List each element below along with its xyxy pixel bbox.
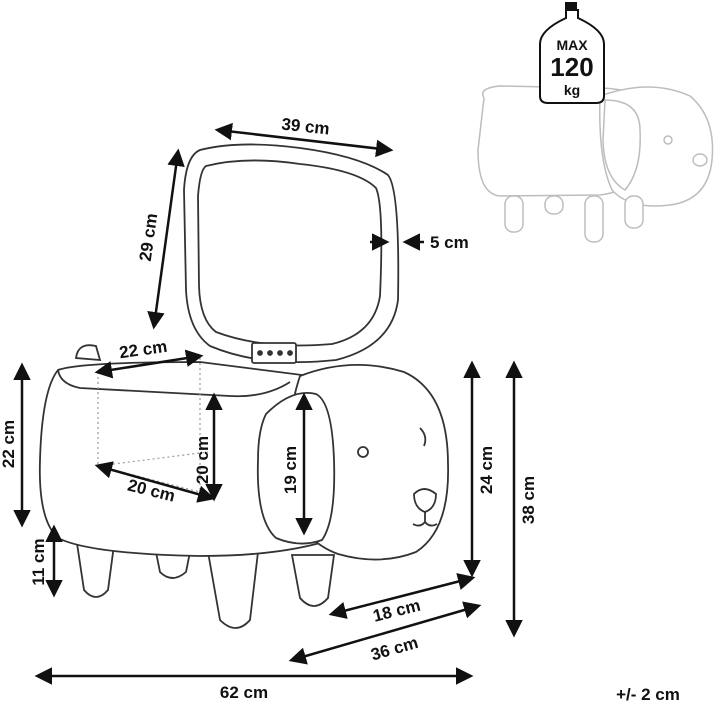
label-total-length: 62 cm xyxy=(220,683,268,702)
dog-nose xyxy=(413,488,437,513)
arrow-lid-height xyxy=(147,148,185,330)
leg-front-right xyxy=(290,554,336,607)
weight-max-label: MAX xyxy=(556,37,588,53)
stool-drawing xyxy=(38,143,449,629)
label-lid-height: 29 cm xyxy=(136,212,162,262)
dog-mouth xyxy=(412,512,438,527)
label-body-height: 22 cm xyxy=(0,420,18,468)
weight-unit: kg xyxy=(564,82,580,98)
label-inner-height: 20 cm xyxy=(193,436,212,484)
hinge xyxy=(251,342,297,364)
body-opening xyxy=(57,369,291,398)
arrow-inner-width xyxy=(94,349,204,379)
weight-value: 120 xyxy=(550,52,593,82)
arrow-total-depth xyxy=(288,601,482,665)
lid-inner xyxy=(197,159,383,347)
thumbnail-leg-1 xyxy=(504,195,524,233)
leg-back-inner xyxy=(154,551,192,579)
weight-badge: MAX 120 kg xyxy=(539,2,605,104)
label-lid-thickness: 5 cm xyxy=(430,233,469,252)
label-head-depth: 18 cm xyxy=(371,596,422,626)
thumbnail-ear xyxy=(602,99,641,191)
arrow-lid-width xyxy=(214,122,394,158)
label-inner-width: 22 cm xyxy=(118,337,168,363)
leg-front-left xyxy=(206,551,260,629)
thumbnail-eye xyxy=(663,135,673,145)
tail xyxy=(74,344,102,362)
thumbnail-leg-4 xyxy=(624,195,644,229)
arrow-inner-depth xyxy=(94,461,216,503)
label-total-height: 38 cm xyxy=(519,476,538,524)
thumbnail-leg-2 xyxy=(544,195,564,215)
thumbnail-nose xyxy=(692,153,708,167)
thumbnail-leg-3 xyxy=(584,195,604,243)
weight-knob xyxy=(565,2,577,10)
label-front-height: 24 cm xyxy=(477,446,496,494)
weight-icon xyxy=(539,9,605,104)
dog-eye xyxy=(357,446,369,458)
label-lid-width: 39 cm xyxy=(281,115,331,139)
dog-brow xyxy=(419,427,427,447)
preview-thumbnail xyxy=(477,85,714,243)
tolerance-note: +/- 2 cm xyxy=(616,685,680,704)
label-leg-height: 11 cm xyxy=(29,538,48,585)
label-head-height: 19 cm xyxy=(281,446,300,494)
dimension-arrows xyxy=(13,122,523,685)
label-total-depth: 36 cm xyxy=(369,633,421,665)
